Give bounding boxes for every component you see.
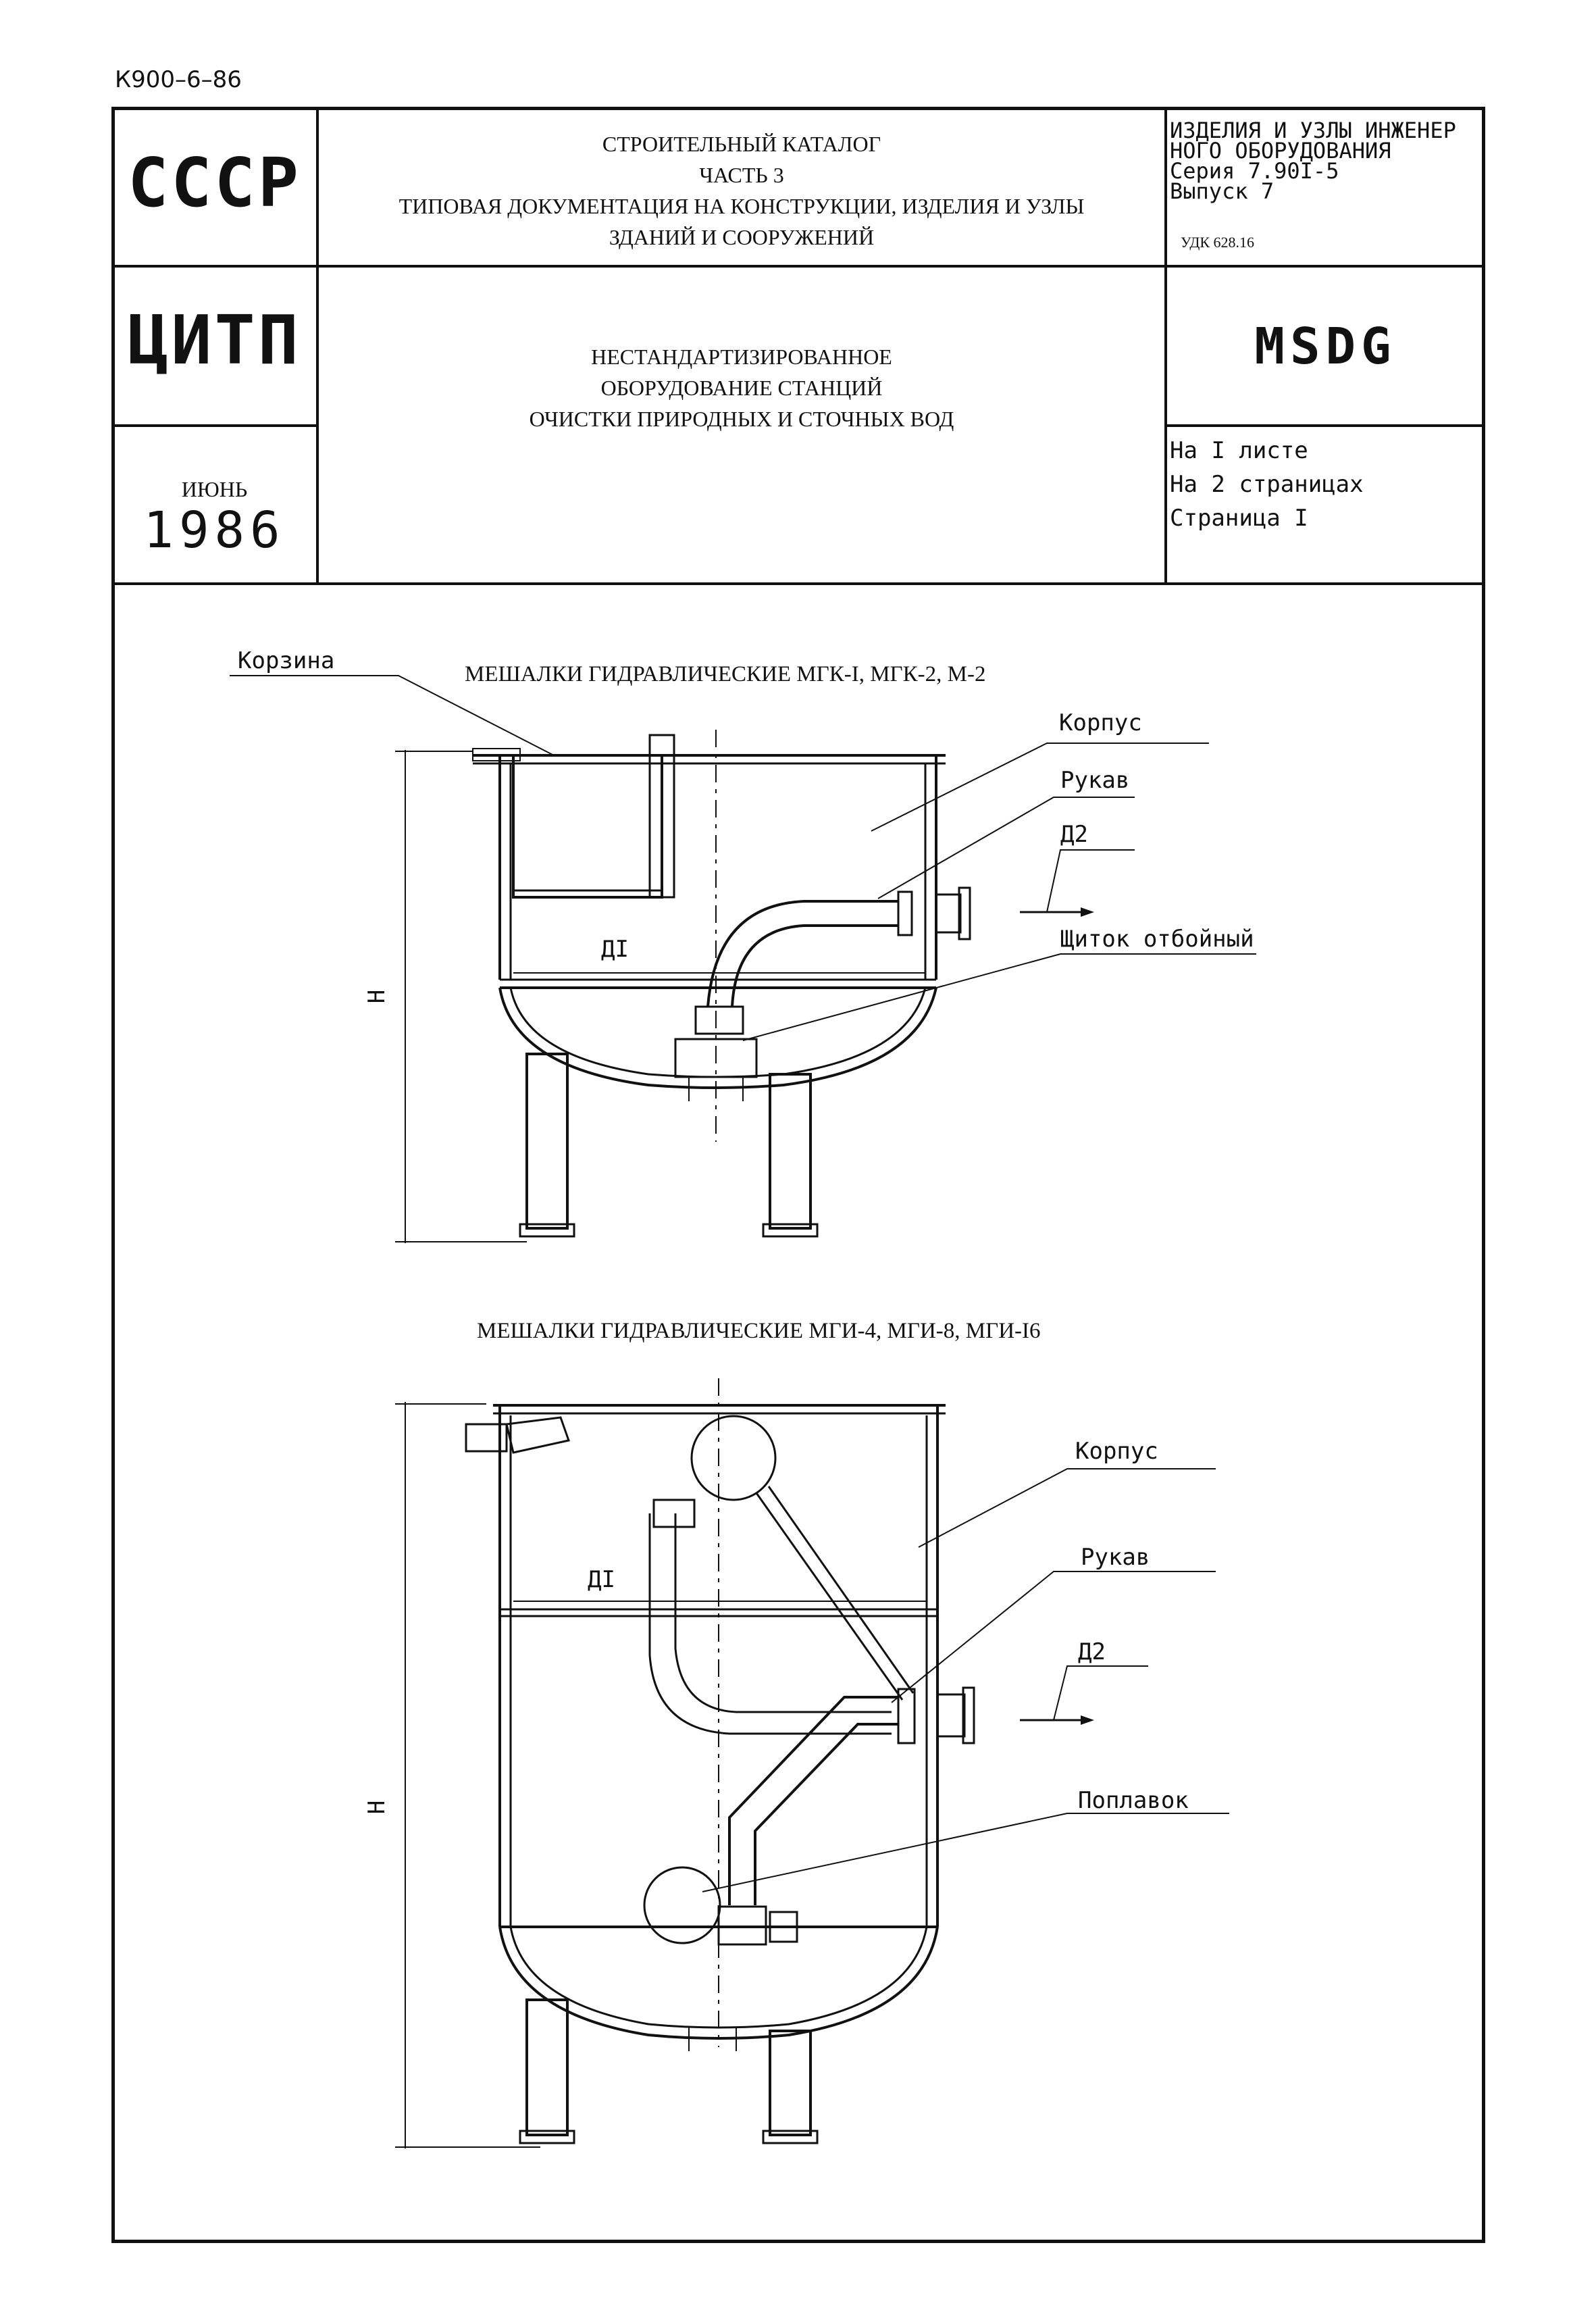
- float: [690, 1415, 777, 1501]
- label-d1: ДI: [588, 1566, 615, 1593]
- divider: [1166, 424, 1485, 427]
- valve-body: [717, 1905, 767, 1946]
- baffle-plate: [674, 1038, 758, 1078]
- divider: [1164, 107, 1167, 584]
- hose: [648, 1513, 892, 1735]
- flange: [897, 1688, 916, 1744]
- label-sleeve: Рукав: [1081, 1544, 1150, 1571]
- foot: [519, 2130, 575, 2144]
- udk-label: УДК 628.16: [1181, 234, 1255, 251]
- sheet-info: На I листе На 2 страницах Страница I: [1170, 434, 1364, 535]
- float-arm: [767, 1486, 915, 1694]
- catalog-line: ЗДАНИЙ И СООРУЖЕНИЙ: [609, 225, 875, 249]
- divider: [316, 107, 319, 584]
- section-line: Выпуск 7: [1170, 178, 1275, 204]
- drawing-title: МЕШАЛКИ ГИДРАВЛИЧЕСКИЕ МГИ-4, МГИ-8, МГИ…: [477, 1319, 1041, 1343]
- side-nozzle: [769, 1911, 798, 1943]
- sleeve-pipe: [731, 924, 898, 1007]
- section-block: ИЗДЕЛИЯ И УЗЛЫ ИНЖЕНЕР НОГО ОБОРУДОВАНИЯ…: [1170, 118, 1485, 204]
- float-arm: [755, 1492, 904, 1701]
- inlet-nozzle: [465, 1423, 508, 1453]
- hose-clamp: [652, 1499, 696, 1528]
- label-basket: Корзина: [238, 647, 335, 674]
- catalog-line: ТИПОВАЯ ДОКУМЕНТАЦИЯ НА КОНСТРУКЦИИ, ИЗД…: [398, 194, 1085, 218]
- label-d1: ДI: [601, 936, 629, 963]
- sheet-line: Страница I: [1170, 505, 1308, 532]
- drawing-title: МЕШАЛКИ ГИДРАВЛИЧЕСКИЕ МГК-I, МГК-2, М-2: [465, 662, 986, 686]
- arrowhead: [1081, 907, 1094, 917]
- flange: [962, 1686, 975, 1744]
- catalog-line: ЧАСТЬ 3: [699, 163, 784, 187]
- year-label: 1986: [143, 501, 286, 559]
- leader-line: [891, 1571, 1216, 1703]
- nozzle: [936, 1693, 966, 1738]
- inlet-chute: [505, 1416, 570, 1454]
- nozzle: [935, 893, 962, 934]
- leader-line: [871, 743, 1209, 832]
- subject-title-block: НЕСТАНДАРТИЗИРОВАННОЕ ОБОРУДОВАНИЕ СТАНЦ…: [319, 341, 1164, 434]
- label-d2: Д2: [1060, 821, 1088, 848]
- basket-handle: [648, 734, 675, 899]
- foot: [762, 1223, 819, 1238]
- leader-line: [230, 675, 555, 756]
- leader-line: [702, 1813, 1229, 1892]
- label-body: Корпус: [1075, 1438, 1158, 1465]
- catalog-title-block: СТРОИТЕЛЬНЫЙ КАТАЛОГ ЧАСТЬ 3 ТИПОВАЯ ДОК…: [319, 128, 1164, 253]
- leg: [525, 1053, 569, 1230]
- page-frame: [111, 107, 1485, 2243]
- leader-line: [918, 1468, 1216, 1548]
- divider: [111, 424, 317, 427]
- subject-line: ОБОРУДОВАНИЕ СТАНЦИЙ: [600, 376, 883, 400]
- catalog-code: MSDG: [1254, 318, 1397, 376]
- sheet-line: На I листе: [1170, 437, 1308, 464]
- leg: [769, 1073, 812, 1230]
- label-body: Корпус: [1059, 709, 1142, 736]
- leg: [769, 2030, 812, 2136]
- flange: [897, 890, 913, 936]
- flange: [958, 886, 971, 940]
- sheet-line: На 2 страницах: [1170, 471, 1364, 498]
- leader-line: [742, 953, 1256, 1041]
- float: [643, 1866, 721, 1944]
- divider: [111, 582, 1485, 585]
- hose: [674, 1513, 892, 1713]
- divider: [111, 265, 317, 268]
- month-label: ИЮНЬ: [181, 477, 248, 501]
- pipe-end: [694, 1005, 744, 1035]
- leader-line: [1046, 849, 1135, 913]
- foot: [519, 1223, 575, 1238]
- foot: [762, 2130, 819, 2144]
- section-line: Серия 7.90I-5: [1170, 158, 1339, 184]
- basket-lip: [472, 748, 521, 761]
- basket: [512, 754, 663, 899]
- section-line: НОГО ОБОРУДОВАНИЯ: [1170, 138, 1391, 164]
- arrowhead: [1081, 1715, 1094, 1725]
- org-label: ЦИТП: [128, 301, 301, 380]
- divider: [1166, 265, 1485, 268]
- leg: [525, 1998, 569, 2136]
- subject-line: ОЧИСТКИ ПРИРОДНЫХ И СТОЧНЫХ ВОД: [529, 407, 954, 431]
- leader-line: [877, 797, 1135, 899]
- subject-line: НЕСТАНДАРТИЗИРОВАННОЕ: [591, 345, 892, 369]
- sleeve-pipe: [728, 1696, 898, 1905]
- sleeve-pipe: [706, 900, 898, 1007]
- label-baffle: Щиток отбойный: [1060, 926, 1254, 953]
- divider: [317, 265, 1168, 268]
- label-sleeve: Рукав: [1060, 767, 1130, 794]
- label-float: Поплавок: [1078, 1787, 1189, 1814]
- leader-line: [1053, 1665, 1148, 1721]
- document-code: К900–6–86: [115, 66, 242, 93]
- sleeve-pipe: [754, 1723, 898, 1905]
- label-d2: Д2: [1078, 1638, 1106, 1665]
- catalog-line: СТРОИТЕЛЬНЫЙ КАТАЛОГ: [602, 132, 881, 156]
- country-label: СССР: [128, 143, 301, 222]
- section-line: ИЗДЕЛИЯ И УЗЛЫ ИНЖЕНЕР: [1170, 118, 1456, 143]
